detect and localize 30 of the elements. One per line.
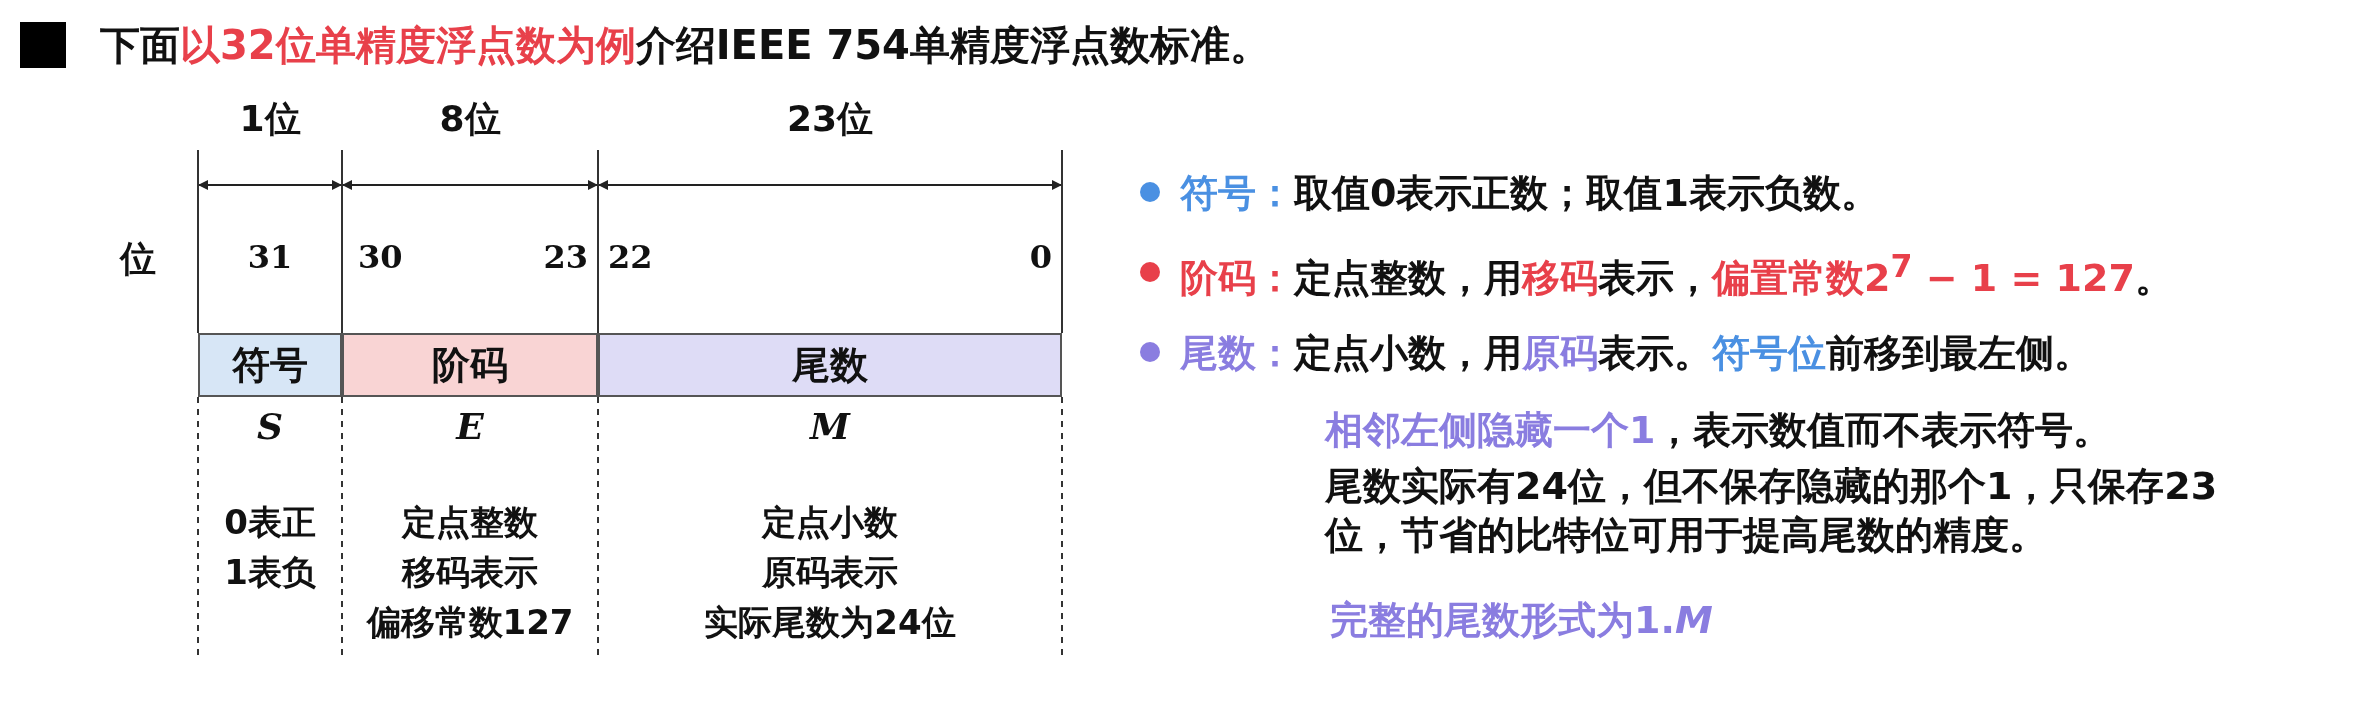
bit-index: 31	[247, 238, 293, 276]
field-description: 实际尾数为24位	[704, 601, 956, 644]
field-box: 尾数	[598, 333, 1062, 397]
field-description: 0表正	[224, 501, 316, 544]
field-box: 符号	[198, 333, 342, 397]
dimension-label: 23位	[786, 97, 874, 141]
field-symbol: S	[257, 405, 283, 447]
bullet-text: 尾数：定点小数，用原码表示。符号位前移到最左侧。	[1180, 330, 2092, 377]
title: 下面以32位单精度浮点数为例介绍IEEE 754单精度浮点数标准。	[100, 21, 1270, 70]
dimension-label: 8位	[439, 97, 501, 141]
note-text: 完整的尾数形式为1.M	[1330, 597, 1713, 644]
field-description: 移码表示	[402, 551, 538, 594]
field-description: 偏移常数127	[366, 601, 574, 644]
bullet-text: 符号：取值0表示正数；取值1表示负数。	[1180, 170, 1879, 217]
field-description: 定点小数	[762, 501, 898, 544]
field-description: 定点整数	[402, 501, 538, 544]
bit-index: 22	[608, 238, 653, 276]
field-description: 1表负	[224, 551, 316, 594]
field-symbol: M	[810, 405, 850, 447]
dimension-label: 1位	[239, 97, 301, 141]
note-text: 相邻左侧隐藏一个1，表示数值而不表示符号。	[1325, 407, 2112, 454]
field-description: 原码表示	[762, 551, 898, 594]
bit-index: 30	[358, 238, 403, 276]
note-text: 尾数实际有24位，但不保存隐藏的那个1，只保存23位，节省的比特位可用于提高尾数的精度。	[1325, 463, 2219, 560]
field-symbol: E	[456, 405, 484, 447]
bit-index: 23	[543, 238, 588, 276]
field-box: 阶码	[342, 333, 598, 397]
bullet-text: 阶码：定点整数，用移码表示，偏置常数2$^{7}$ − 1 = 127。	[1180, 248, 2173, 302]
row-label: 位	[120, 237, 156, 281]
bit-index: 0	[1029, 238, 1052, 276]
